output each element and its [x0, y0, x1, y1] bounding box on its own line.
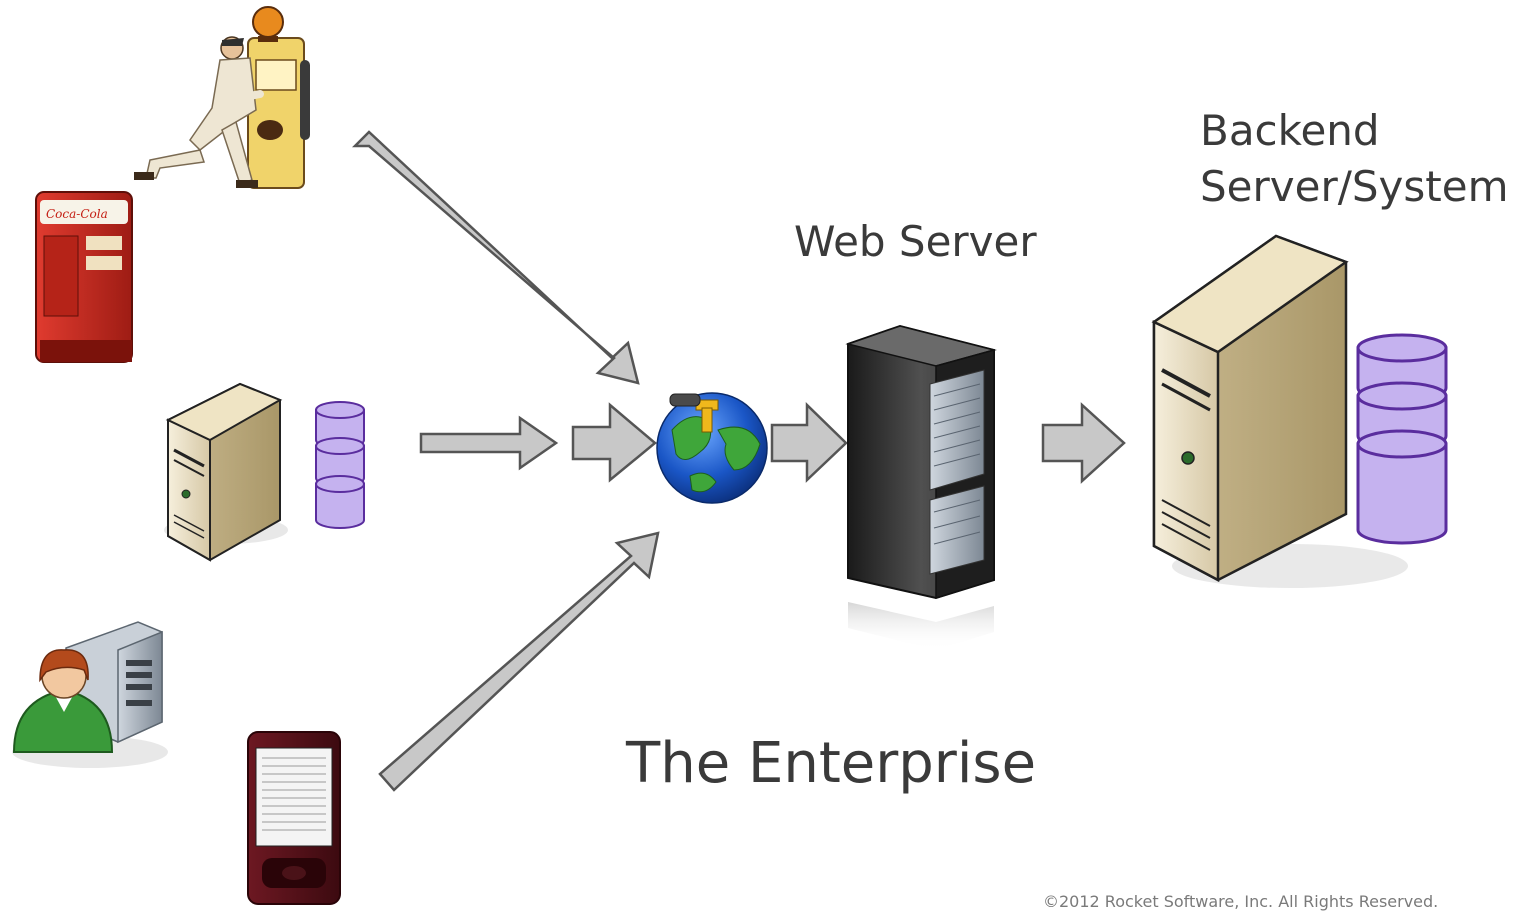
database-icon	[315, 401, 365, 529]
web-server-label: Web Server	[794, 217, 1037, 266]
vending-machine-icon: Coca-Cola	[35, 191, 133, 363]
arrow-down-right	[351, 130, 640, 385]
client-server-icon	[164, 382, 288, 562]
backend-server-icon	[1151, 234, 1408, 588]
enterprise-title: The Enterprise	[626, 731, 1037, 796]
arrow-right-1	[419, 415, 559, 471]
svg-text:Coca-Cola: Coca-Cola	[46, 207, 108, 221]
arrow-right-4	[1041, 402, 1126, 484]
arrow-right-2	[571, 402, 657, 483]
mobile-device-icon	[247, 731, 341, 905]
web-server-icon	[845, 324, 997, 650]
copyright-notice: ©2012 Rocket Software, Inc. All Rights R…	[1043, 892, 1439, 911]
user-workstation-icon	[12, 621, 168, 768]
globe-icon	[656, 392, 768, 504]
backend-label-line2: Server/System	[1200, 162, 1509, 211]
arrow-up-right	[378, 531, 660, 792]
backend-server-label: Backend Server/System	[1200, 103, 1509, 215]
backend-database-icon	[1356, 333, 1448, 545]
backend-label-line1: Backend	[1200, 106, 1380, 155]
gas-attendant-icon	[134, 6, 310, 189]
flow-arrows	[351, 130, 1126, 792]
arrow-right-3	[770, 402, 848, 483]
